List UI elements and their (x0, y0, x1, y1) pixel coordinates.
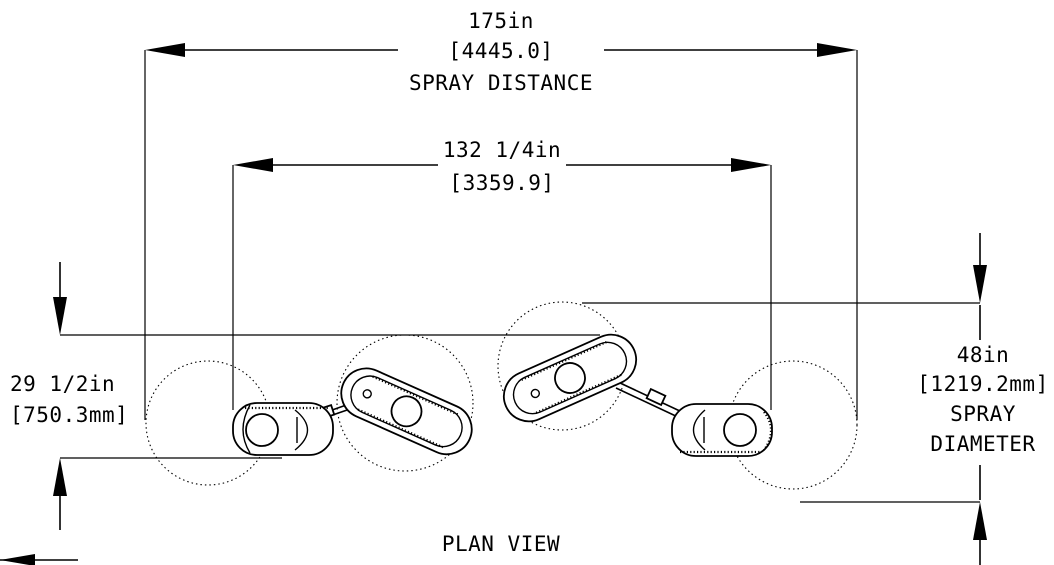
spray-diameter-imperial: 48in (957, 343, 1010, 367)
section-arrow-partial (0, 554, 78, 565)
view-label: PLAN VIEW (442, 532, 560, 556)
spray-distance-metric: [4445.0] (448, 39, 553, 63)
arrowhead-right (731, 158, 771, 172)
spray-diameter-label-line2: DIAMETER (930, 432, 1035, 456)
arrowhead-up (53, 458, 67, 496)
spray-head-center-left (340, 367, 473, 456)
inner-width-imperial: 132 1/4in (443, 138, 561, 162)
spray-circle (728, 360, 858, 490)
height-metric: [750.3mm] (10, 403, 128, 427)
arrowhead-left (145, 43, 185, 57)
spray-circles (145, 301, 858, 490)
arrowhead-down (53, 297, 67, 335)
spray-distance-label: SPRAY DISTANCE (409, 71, 593, 95)
height-dimension: 29 1/2in [750.3mm] (10, 262, 600, 530)
inner-width-metric: [3359.9] (449, 171, 554, 195)
spray-diameter-label-line1: SPRAY (950, 402, 1016, 426)
arrowhead-up (973, 502, 987, 540)
arrowhead-right (817, 43, 857, 57)
spray-distance-dimension: 175in [4445.0] SPRAY DISTANCE (144, 9, 858, 420)
inner-width-dimension: 132 1/4in [3359.9] (232, 138, 772, 410)
height-imperial: 29 1/2in (10, 372, 115, 396)
spray-diameter-metric: [1219.2mm] (917, 372, 1048, 396)
spray-head-far-right (671, 403, 773, 457)
spray-head-center-right (502, 333, 638, 423)
arrowhead-left (233, 158, 273, 172)
spray-circle (336, 334, 474, 472)
spray-distance-imperial: 175in (468, 9, 534, 33)
arrowhead-down (973, 265, 987, 303)
spray-diameter-dimension: 48in [1219.2mm] SPRAY DIAMETER (582, 233, 1048, 565)
spray-head-far-left (232, 402, 334, 456)
